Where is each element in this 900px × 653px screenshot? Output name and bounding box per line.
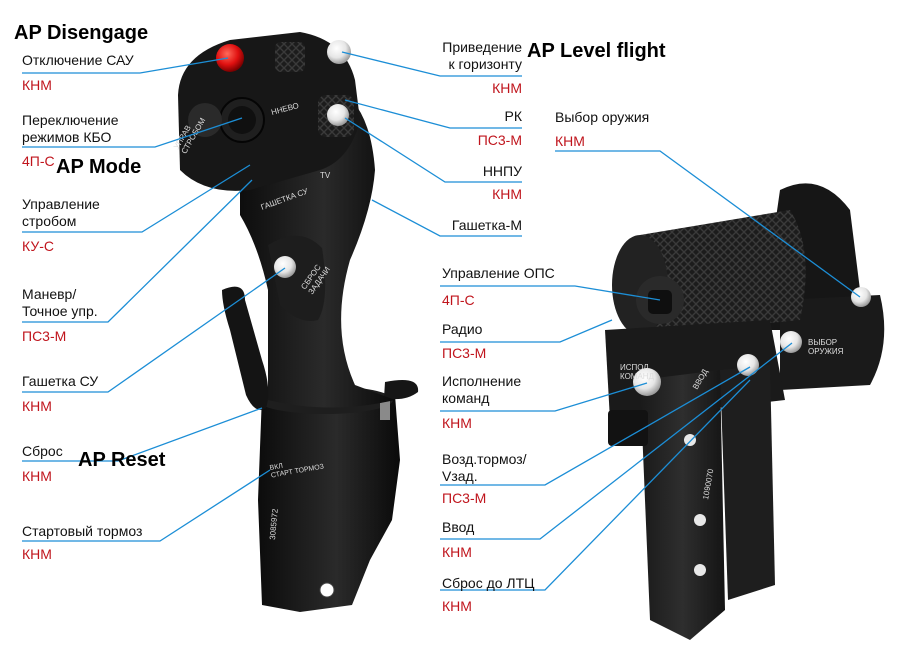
callout-label-level: Приведение к горизонту	[442, 39, 522, 72]
stick-base	[258, 395, 400, 612]
callout-code-trigger-su: КНМ	[22, 398, 52, 414]
stick-mark-serial: 3085972	[268, 508, 280, 540]
callout-label-maneuver: Маневр/ Точное упр.	[22, 286, 98, 319]
control-stick: УПРАВСТРОБОМ ННЕВО ТV ГАШЕТКА СУ СБРОСЗА…	[172, 32, 419, 612]
callout-label-kbo-modes: Переключение режимов КБО	[22, 112, 119, 145]
overlay-ap-reset: AP Reset	[78, 449, 166, 471]
callout-label-ltc-reset: Сброс до ЛТЦ	[442, 575, 535, 591]
callout-code-maneuver: ПС3-М	[22, 328, 67, 344]
trigger-lever	[222, 286, 269, 410]
callout-label-nnpu: ННПУ	[482, 163, 522, 179]
callout-code-nnpu: КНМ	[492, 186, 522, 202]
callout-code-reset: КНМ	[22, 468, 52, 484]
callout-label-exec: Исполнение команд	[442, 373, 522, 406]
callout-label-trigger-m: Гашетка-М	[451, 217, 522, 233]
callout-code-weapon: КНМ	[555, 133, 585, 149]
callout-label-ops: Управление ОПС	[442, 265, 555, 281]
overlay-ap-mode: AP Mode	[56, 156, 142, 178]
red-button-icon	[216, 44, 244, 72]
callout-code-radio: ПС3-М	[442, 345, 487, 361]
stick-mark-tv: ТV	[320, 171, 331, 180]
callout-code-input: КНМ	[442, 544, 472, 560]
callout-code-sau-off: КНМ	[22, 77, 52, 93]
overlay-ap-level-flight: AP Level flight	[527, 40, 666, 62]
callout-label-weapon: Выбор оружия	[555, 109, 650, 125]
callout-label-trigger-su: Гашетка СУ	[22, 373, 99, 389]
callout-code-start-brake: КНМ	[22, 546, 52, 562]
callout-code-level: КНМ	[492, 80, 522, 96]
callout-code-ltc-reset: КНМ	[442, 598, 472, 614]
callout-code-exec: КНМ	[442, 415, 472, 431]
callout-label-rk: РК	[504, 108, 523, 124]
callout-label-strobe: Управление стробом	[22, 196, 100, 229]
overlay-ap-disengage: AP Disengage	[14, 22, 149, 44]
callout-code-ops: 4П-С	[442, 292, 475, 308]
stick-head	[178, 32, 360, 191]
leader-lines	[22, 51, 861, 591]
callout-label-reset: Сброс	[22, 443, 63, 459]
callout-label-airbrake: Возд.тормоз/ Vзад.	[442, 451, 527, 484]
callout-code-kbo-modes: 4П-С	[22, 153, 55, 169]
callout-label-input: Ввод	[442, 519, 475, 535]
callout-code-rk: ПС3-М	[477, 132, 522, 148]
callout-code-airbrake: ПС3-М	[442, 490, 487, 506]
callout-label-start-brake: Стартовый тормоз	[22, 523, 143, 539]
callout-code-strobe: КУ-С	[22, 238, 54, 254]
callout-label-sau-off: Отключение САУ	[22, 52, 134, 68]
callout-label-radio: Радио	[442, 321, 483, 337]
